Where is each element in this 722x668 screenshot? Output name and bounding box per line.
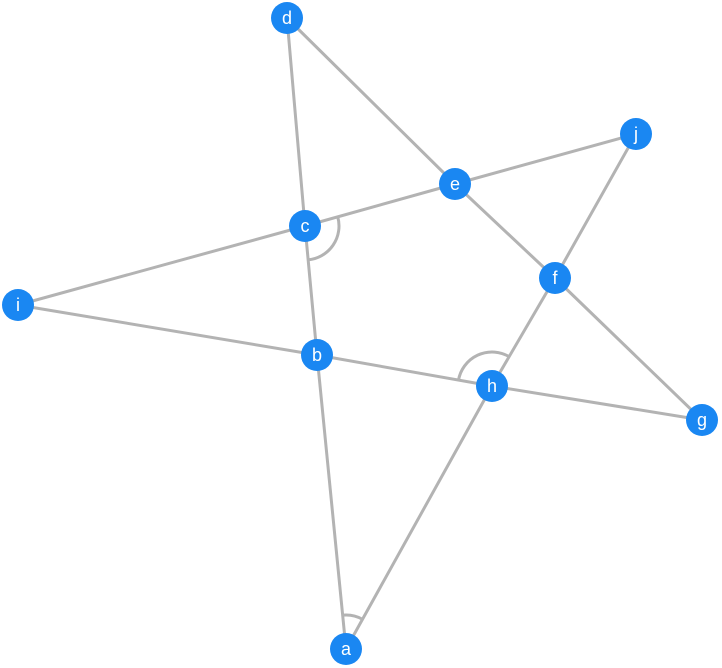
edge-a-b — [315, 353, 348, 651]
edge-i-b — [16, 303, 319, 357]
edge-c-d — [285, 16, 307, 228]
edge-f-j — [553, 132, 638, 280]
angle-mark-bhf — [457, 350, 510, 381]
node-label-a: a — [341, 639, 352, 659]
angle-mark-ecb — [307, 216, 341, 262]
node-label-j: j — [633, 124, 638, 144]
node-circle-g — [686, 404, 718, 436]
edge-b-c — [303, 224, 319, 357]
node-a: a — [330, 633, 362, 665]
node-c: c — [289, 210, 321, 242]
node-circle-d — [271, 2, 303, 34]
node-d: d — [271, 2, 303, 34]
edge-b-h — [315, 353, 494, 388]
edge-a-h — [344, 384, 494, 651]
node-circle-a — [330, 633, 362, 665]
node-label-c: c — [301, 216, 310, 236]
angle-mark-bah — [342, 613, 364, 621]
node-label-g: g — [697, 410, 707, 430]
node-circle-b — [301, 339, 333, 371]
edge-e-j — [453, 132, 638, 186]
angle-marks-layer — [307, 216, 510, 621]
edge-h-g — [490, 384, 704, 422]
node-circle-h — [476, 370, 508, 402]
node-circle-f — [539, 262, 571, 294]
node-j: j — [620, 118, 652, 150]
edge-h-f — [490, 276, 557, 388]
edge-e-f — [453, 182, 557, 280]
edge-i-c — [16, 224, 307, 307]
node-e: e — [439, 168, 471, 200]
node-label-e: e — [450, 174, 460, 194]
node-circle-i — [2, 289, 34, 321]
node-label-b: b — [312, 345, 322, 365]
edge-f-g — [553, 276, 704, 422]
node-circle-c — [289, 210, 321, 242]
node-g: g — [686, 404, 718, 436]
edges-layer — [16, 16, 704, 651]
node-b: b — [301, 339, 333, 371]
node-f: f — [539, 262, 571, 294]
node-circle-j — [620, 118, 652, 150]
node-label-f: f — [552, 268, 558, 288]
edge-c-e — [303, 182, 457, 228]
node-label-i: i — [16, 295, 20, 315]
node-h: h — [476, 370, 508, 402]
node-label-h: h — [487, 376, 497, 396]
node-i: i — [2, 289, 34, 321]
edge-d-e — [285, 16, 457, 186]
node-label-d: d — [282, 8, 292, 28]
node-circle-e — [439, 168, 471, 200]
